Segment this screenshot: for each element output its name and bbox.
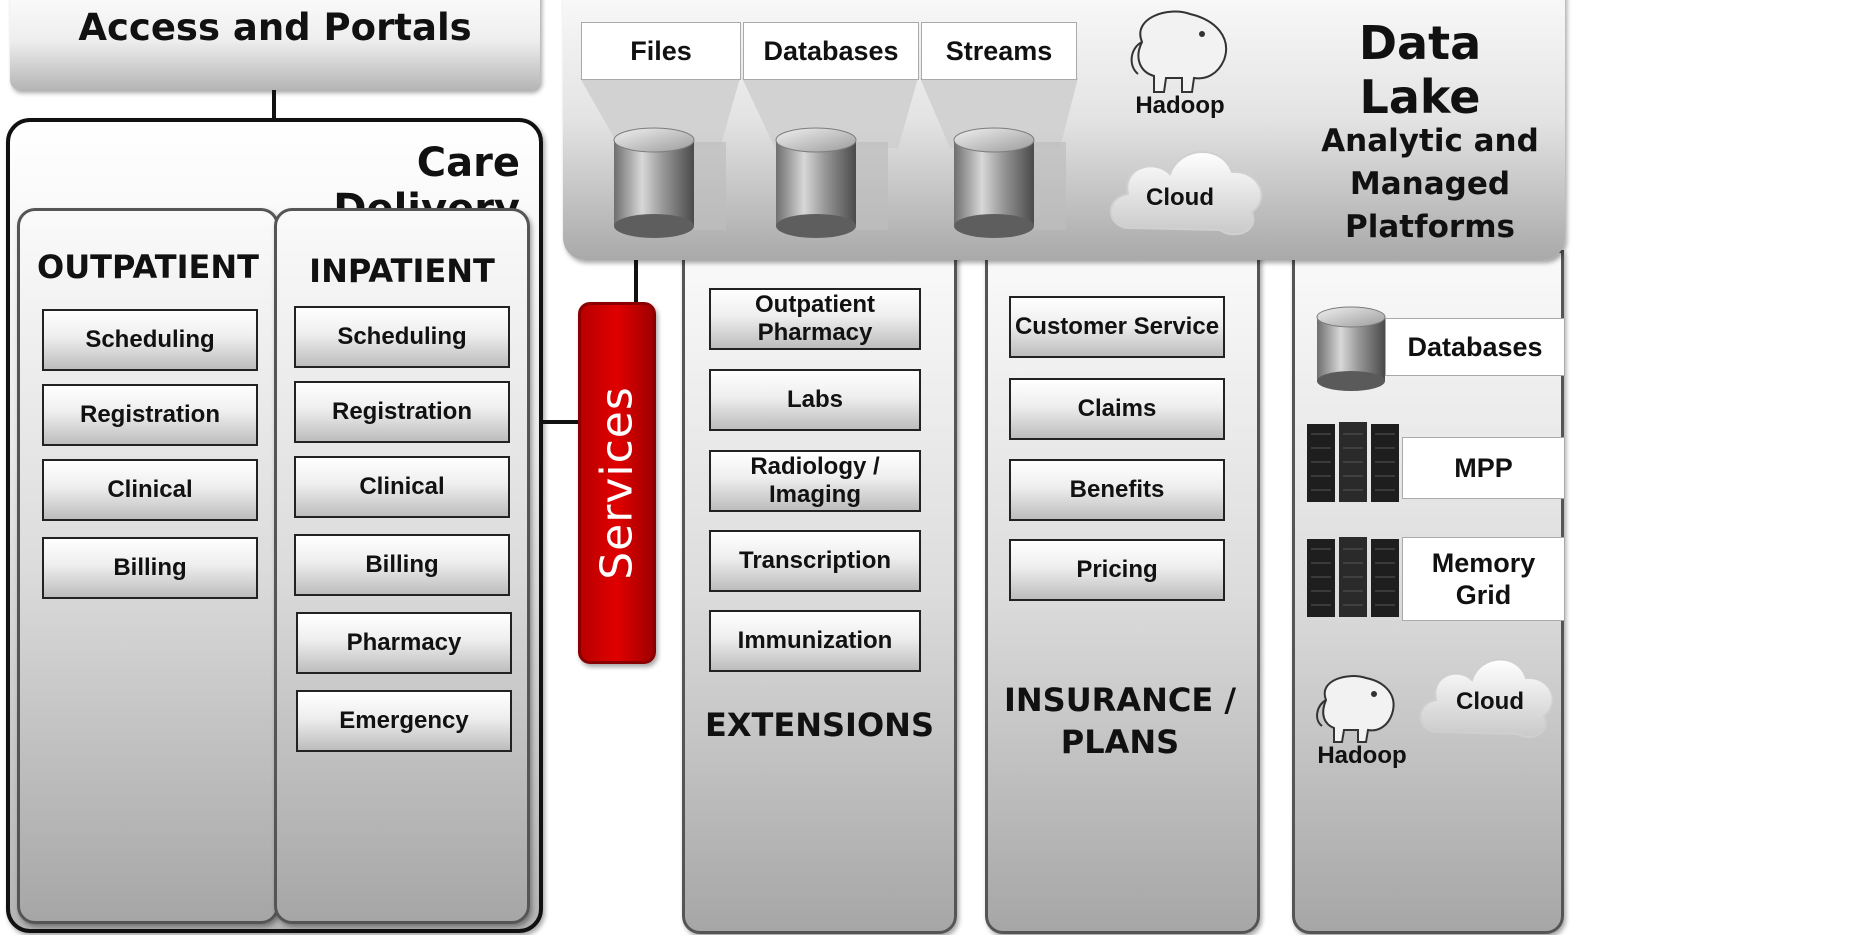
ins-benefits[interactable]: Benefits (1009, 459, 1225, 521)
datalake-cloud-label: Cloud (1146, 184, 1214, 211)
connector-care-services (543, 420, 583, 424)
connector-access-care (272, 90, 276, 120)
ins-customer-service[interactable]: Customer Service (1009, 296, 1225, 358)
datalake-hadoop-label: Hadoop (1135, 92, 1225, 119)
extensions-panel (682, 250, 957, 934)
outpatient-billing[interactable]: Billing (42, 537, 258, 599)
inpatient-scheduling[interactable]: Scheduling (294, 306, 510, 368)
outpatient-clinical[interactable]: Clinical (42, 459, 258, 521)
outpatient-scheduling[interactable]: Scheduling (42, 309, 258, 371)
inpatient-clinical[interactable]: Clinical (294, 456, 510, 518)
ext-radiology-imaging[interactable]: Radiology / Imaging (709, 450, 921, 512)
datalake-cloud-icon (1110, 151, 1263, 236)
access-portals-title: Access and Portals (78, 6, 472, 49)
platform-databases[interactable]: Databases (1385, 318, 1565, 376)
datalake-source-databases[interactable]: Databases (743, 22, 919, 80)
datalake-source-files[interactable]: Files (581, 22, 741, 80)
ext-immunization[interactable]: Immunization (709, 610, 921, 672)
datalake-subtitle: Analytic and Managed Platforms (1321, 123, 1539, 245)
platform-database-icon (1316, 306, 1386, 391)
services-label: Services (591, 386, 643, 580)
ins-claims[interactable]: Claims (1009, 378, 1225, 440)
inpatient-title: INPATIENT (309, 252, 495, 290)
platform-mpp[interactable]: MPP (1402, 437, 1565, 499)
datalake-databases-cylinder (775, 127, 888, 238)
datalake-streams-cylinder (953, 127, 1066, 238)
platform-cloud-icon (1419, 658, 1554, 739)
insurance-title: INSURANCE / PLANS (1003, 681, 1237, 761)
services-bar[interactable]: Services (578, 302, 656, 664)
platform-hadoop-label: Hadoop (1317, 742, 1407, 769)
datalake-title: Data Lake (1358, 16, 1482, 124)
inpatient-billing[interactable]: Billing (294, 534, 510, 596)
platform-cloud-label: Cloud (1456, 688, 1524, 715)
ins-pricing[interactable]: Pricing (1009, 539, 1225, 601)
memory-grid-server-icon (1307, 537, 1399, 617)
datalake-funnels (580, 78, 1078, 148)
connector-services-datalake (634, 255, 638, 305)
datalake-hadoop-icon (1130, 10, 1227, 93)
outpatient-title: OUTPATIENT (36, 248, 259, 286)
platform-memory-grid[interactable]: Memory Grid (1402, 537, 1565, 621)
outpatient-registration[interactable]: Registration (42, 384, 258, 446)
mpp-server-icon (1307, 422, 1399, 502)
platform-hadoop-icon (1316, 675, 1395, 743)
datalake-files-cylinder (613, 127, 726, 238)
inpatient-pharmacy[interactable]: Pharmacy (296, 612, 512, 674)
ext-transcription[interactable]: Transcription (709, 530, 921, 592)
inpatient-emergency[interactable]: Emergency (296, 690, 512, 752)
ext-outpatient-pharmacy[interactable]: Outpatient Pharmacy (709, 288, 921, 350)
inpatient-registration[interactable]: Registration (294, 381, 510, 443)
extensions-title: EXTENSIONS (705, 706, 934, 744)
datalake-source-streams[interactable]: Streams (921, 22, 1077, 80)
access-portals-panel[interactable]: Access and Portals (10, 0, 540, 90)
ext-labs[interactable]: Labs (709, 369, 921, 431)
